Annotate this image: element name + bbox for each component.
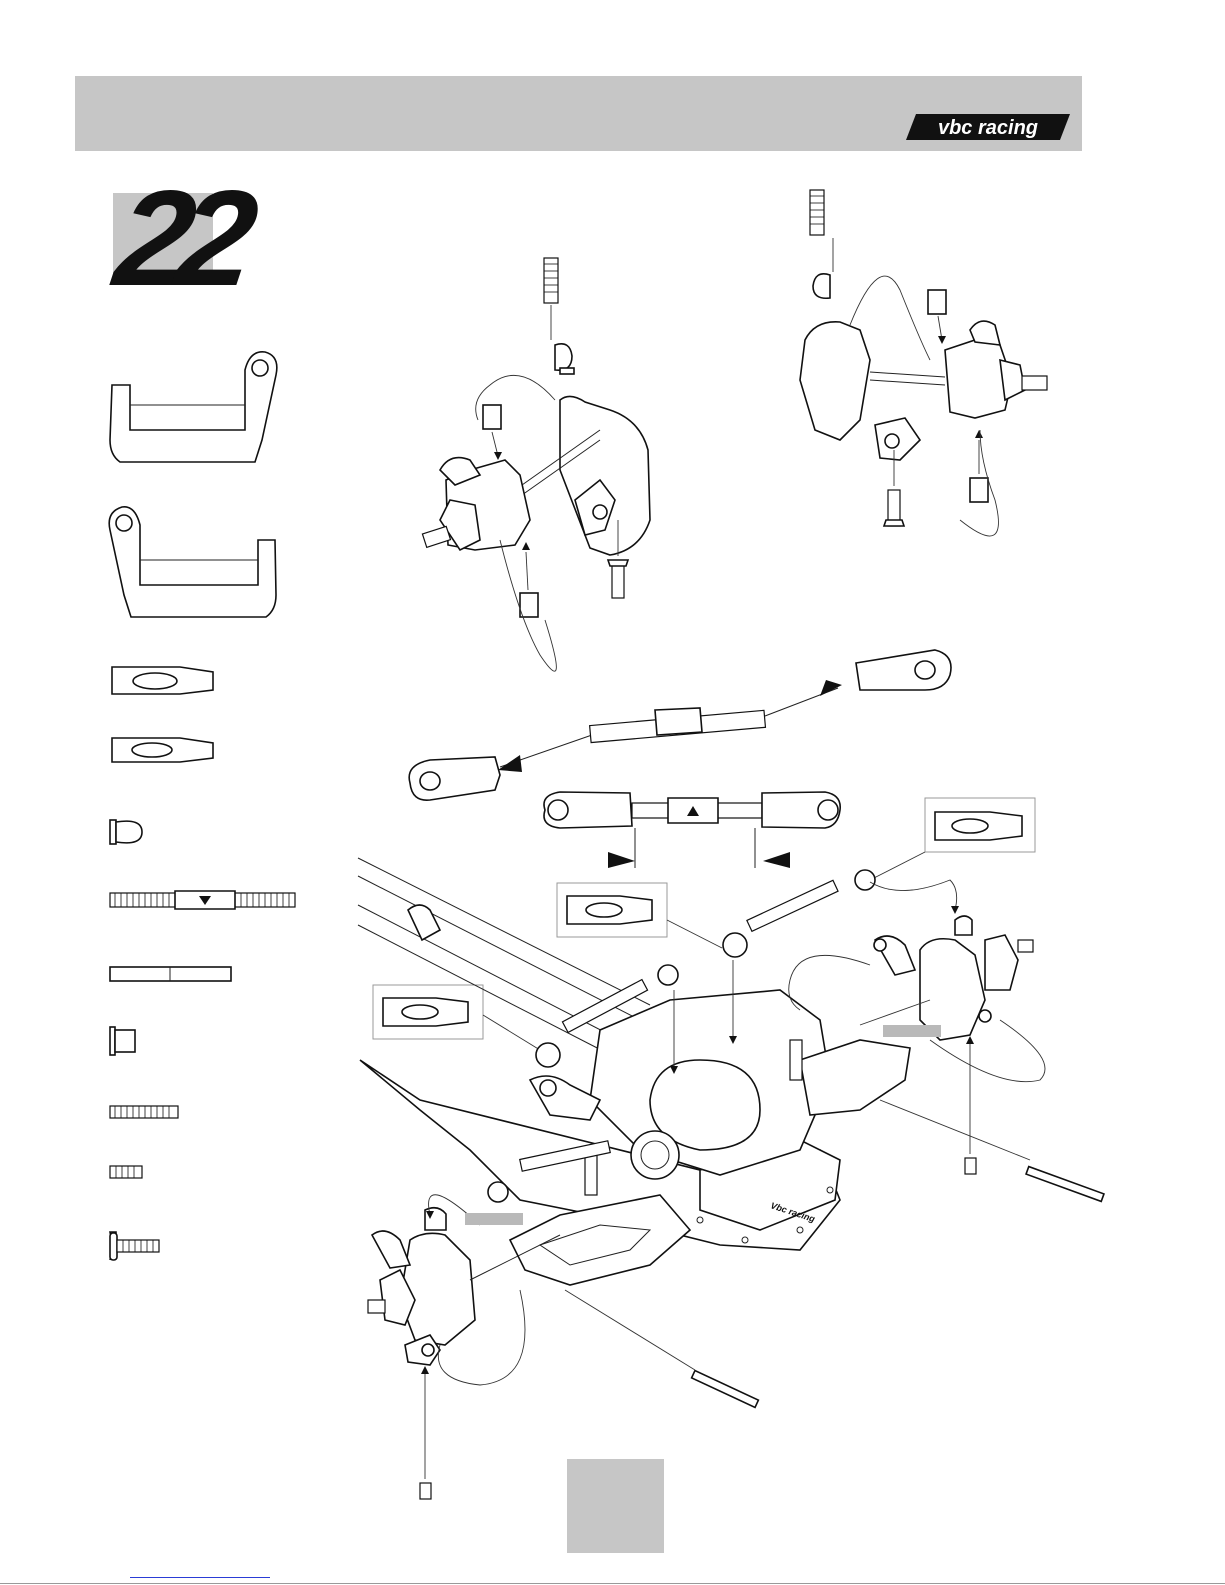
bushing-icon xyxy=(110,1027,135,1055)
pivot-ball-icon xyxy=(110,820,142,844)
turnbuckle-icon xyxy=(110,891,295,909)
button-head-screw-icon xyxy=(110,1232,159,1260)
shim-label-right xyxy=(883,1025,941,1037)
page-number-tab xyxy=(567,1459,664,1553)
callout-ball-end-right xyxy=(870,798,1035,880)
callout-ball-end-center xyxy=(557,883,722,948)
set-screw-long-icon xyxy=(110,1106,178,1118)
front-upper-bracket-left-icon xyxy=(109,507,276,617)
footer-link-underline[interactable] xyxy=(130,1577,270,1578)
hinge-pin-icon xyxy=(110,967,231,981)
front-upper-bracket-right-icon xyxy=(110,352,277,462)
steering-link-exploded xyxy=(409,650,951,800)
set-screw-short-icon xyxy=(110,1166,142,1178)
turnbuckle-adjustment-detail xyxy=(544,792,840,868)
ball-end-short-icon xyxy=(112,738,213,762)
shim-label-left xyxy=(465,1213,523,1225)
ball-end-long-icon xyxy=(112,667,213,694)
bottom-rule xyxy=(0,1583,1225,1584)
left-steering-knuckle-exploded xyxy=(422,258,650,671)
callout-ball-end-left xyxy=(373,985,540,1050)
right-steering-knuckle-exploded xyxy=(800,190,1047,536)
